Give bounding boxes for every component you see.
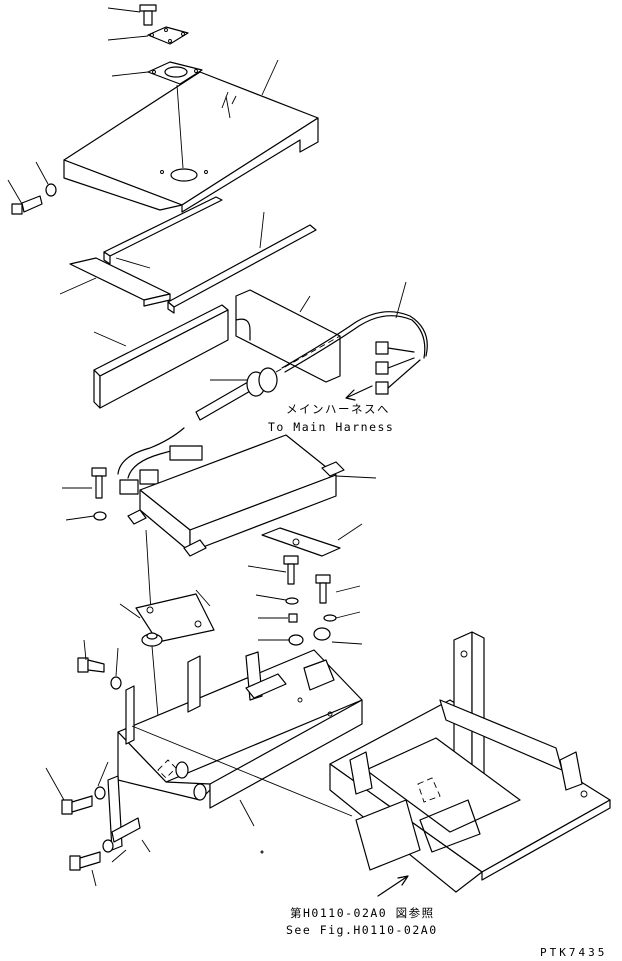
controller-box	[128, 435, 344, 628]
rubber-strip-3	[70, 258, 170, 306]
see-fig-label-jp: 第H0110-02A0 図参照	[290, 906, 435, 920]
side-screw	[12, 184, 56, 214]
left-bolt	[78, 658, 121, 689]
cover-plate-small	[148, 27, 188, 44]
small-nut	[289, 614, 297, 622]
arrow-to-harness	[346, 386, 372, 400]
bracket-panel	[236, 290, 340, 382]
drawing-code: PTK7435	[540, 946, 608, 959]
controller-harness	[118, 428, 202, 494]
wire-harness	[282, 312, 427, 394]
see-fig-label-en: See Fig.H0110-02A0	[286, 923, 438, 937]
right-bracket	[262, 528, 340, 556]
main-harness-label-jp: メインハーネスへ	[286, 402, 390, 416]
leader-lines	[8, 8, 406, 886]
controller-bolt	[92, 468, 106, 520]
main-harness-label-en: To Main Harness	[268, 420, 395, 434]
lower-bolt-1	[62, 787, 105, 814]
rubber-strip-1	[104, 197, 222, 264]
mounting-plate	[136, 594, 214, 642]
frame-assembly	[330, 632, 610, 892]
lower-bolt-2	[70, 840, 113, 870]
top-cover	[64, 72, 318, 212]
rubber-strip-2	[168, 225, 316, 313]
side-panel	[94, 305, 228, 408]
right-bolt-1	[284, 556, 298, 584]
gasket-ring	[148, 62, 202, 84]
arrow-to-fig	[378, 876, 408, 896]
collar	[289, 628, 330, 645]
grommet	[196, 336, 340, 420]
guide-line-2	[132, 726, 352, 816]
right-bolt-2	[316, 575, 330, 603]
top-bolt	[140, 5, 156, 25]
right-washer-1	[286, 598, 298, 604]
dot-mark	[261, 851, 263, 853]
rubber-damper	[142, 633, 162, 646]
bottom-bracket	[108, 776, 140, 850]
right-washer-2	[324, 615, 336, 621]
